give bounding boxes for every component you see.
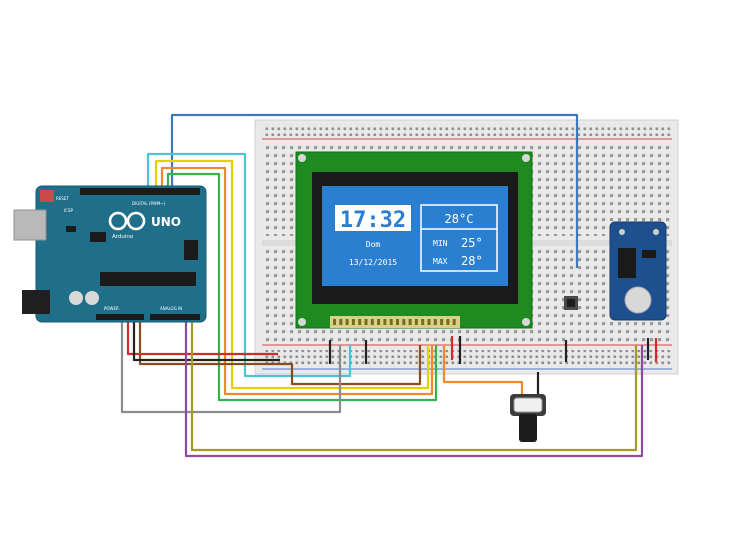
lcd-day: Dom: [366, 240, 381, 249]
push-button: [564, 296, 578, 310]
reset-label: RESET: [56, 196, 69, 201]
lcd-pin: [339, 319, 343, 325]
wire-green: [166, 172, 438, 402]
digital-header: [80, 188, 200, 195]
lcd-pin: [408, 319, 412, 325]
mount-hole-tl: [298, 154, 306, 162]
lcd-pin: [396, 319, 399, 325]
wire-cyan: [146, 152, 352, 378]
wire-purple: [184, 320, 644, 458]
wire-blue: [170, 113, 579, 268]
wire-gray: [120, 320, 342, 414]
lcd-module: 17:32 Dom 13/12/2015 28°C MIN 25° MAX 28…: [295, 151, 533, 329]
rtc-hole-2: [653, 229, 659, 235]
arduino-pcb: [35, 185, 207, 323]
push-button-cap: [567, 299, 575, 307]
wire-pot-orange: [442, 345, 524, 396]
temp-panel: [420, 204, 498, 272]
lcd-pin: [383, 319, 387, 325]
digital-label: DIGITAL (PWM~): [132, 201, 166, 206]
usb-port: [13, 209, 47, 241]
power-jack: [22, 290, 50, 314]
lcd-pin: [358, 319, 362, 325]
lcd-min-value: 25°: [461, 236, 483, 250]
lcd-pin: [370, 319, 374, 325]
arduino-logo: [108, 211, 146, 231]
wires: [120, 113, 644, 458]
mount-hole-bl: [298, 318, 306, 326]
lcd-pin: [433, 319, 437, 325]
smd-chip: [90, 232, 106, 242]
lcd-pin: [333, 319, 336, 325]
lcd-max-label: MAX: [433, 257, 448, 266]
lcd-pin: [377, 319, 381, 325]
icsp-label: ICSP: [64, 208, 74, 213]
rtc-eeprom: [642, 250, 656, 258]
analog-label: ANALOG IN: [160, 306, 182, 311]
power-label: POWER: [104, 306, 119, 311]
rtc-chip: [618, 248, 636, 278]
lcd-pin: [446, 319, 450, 325]
breadboard-bottom-rail: [262, 350, 672, 366]
pot-face: [513, 397, 543, 413]
lcd-pin: [389, 319, 393, 325]
lcd-pin: [427, 319, 431, 325]
rtc-battery: [624, 286, 652, 314]
rtc-pcb: [609, 221, 667, 321]
lcd-temp-now: 28°C: [445, 212, 474, 226]
lcd-time: 17:32: [340, 208, 406, 233]
power-header: [96, 314, 144, 320]
lcd-pin: [364, 319, 368, 325]
lcd-pin: [345, 319, 349, 325]
lcd-pin: [452, 319, 456, 325]
lcd-pins: [333, 319, 456, 325]
lcd-max-value: 28°: [461, 254, 483, 268]
smd-component: [66, 226, 76, 232]
capacitor-2: [85, 291, 99, 305]
wire-yellow: [154, 159, 430, 390]
lcd-pin: [421, 319, 425, 325]
wire-black: [132, 320, 280, 362]
mount-hole-tr: [522, 154, 530, 162]
lcd-pin: [351, 319, 355, 325]
breadboard-top-rail: [262, 124, 672, 136]
capacitor-1: [69, 291, 83, 305]
icsp-header: [184, 240, 198, 260]
arduino-brand-text: Arduino: [112, 234, 134, 240]
rtc-module: [609, 221, 667, 321]
mount-hole-br: [522, 318, 530, 326]
jumper-stubs: [328, 336, 658, 364]
microcontroller-chip: [100, 272, 196, 286]
lcd-min-label: MIN: [433, 239, 448, 248]
lcd-pin: [414, 319, 418, 325]
wire-brown: [138, 320, 422, 386]
time-box: [335, 205, 411, 231]
arduino-uno-board: UNO Arduino RESET ICSP DIGITAL (PWM~) PO…: [13, 185, 207, 323]
rtc-hole-1: [619, 229, 625, 235]
potentiometer: [510, 394, 546, 442]
wire-olive: [190, 320, 638, 452]
pot-knob: [519, 414, 537, 442]
lcd-pin: [402, 319, 406, 325]
lcd-pin: [440, 319, 444, 325]
wire-orange: [160, 166, 434, 396]
analog-header: [150, 314, 200, 320]
lcd-screen: [322, 186, 508, 286]
reset-button: [40, 190, 54, 202]
lcd-date: 13/12/2015: [349, 258, 397, 267]
wire-red: [126, 320, 278, 356]
arduino-model-text: UNO: [151, 215, 181, 229]
